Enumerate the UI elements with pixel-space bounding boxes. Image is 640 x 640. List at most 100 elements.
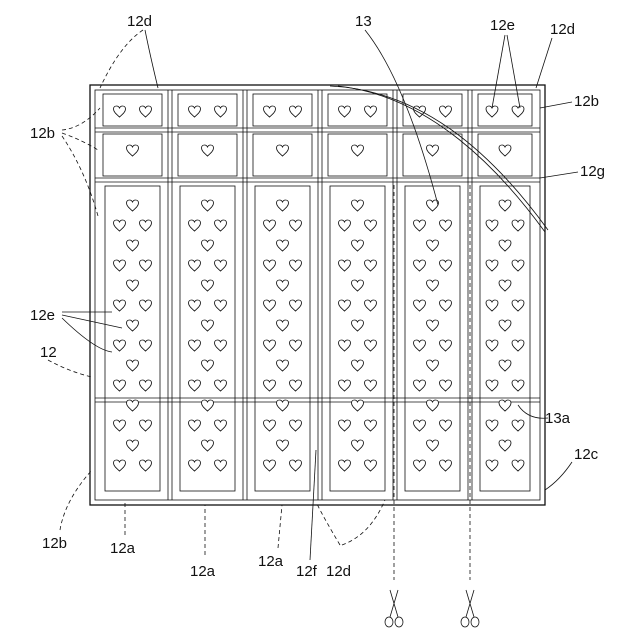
heart-icon [215, 420, 227, 431]
heart-icon [189, 106, 201, 117]
heart-icon [215, 260, 227, 271]
heart-icon [290, 300, 302, 311]
label-13: 13 [355, 13, 372, 30]
heart-icon [290, 260, 302, 271]
heart-icon [202, 320, 214, 331]
heart-icon [127, 440, 139, 451]
heart-icon [202, 440, 214, 451]
label-12e-top: 12e [490, 17, 515, 34]
heart-icon [290, 460, 302, 471]
heart-icon [215, 220, 227, 231]
heart-icon [512, 340, 524, 351]
heart-icon [215, 380, 227, 391]
heart-icon [486, 340, 498, 351]
heart-icon [486, 380, 498, 391]
heart-icon [352, 360, 364, 371]
heart-icon [427, 360, 439, 371]
heart-icon [512, 300, 524, 311]
heart-icon [127, 320, 139, 331]
heart-icon [365, 300, 377, 311]
heart-icon [499, 145, 511, 156]
heart-icon [365, 340, 377, 351]
heart-icon [189, 460, 201, 471]
heart-icon [499, 400, 511, 411]
heart-icon [352, 440, 364, 451]
label-12c: 12c [574, 446, 599, 463]
top-panel [328, 94, 387, 126]
label-12f: 12f [296, 563, 318, 580]
heart-icon [114, 340, 126, 351]
heart-icon [339, 260, 351, 271]
heart-icon [114, 460, 126, 471]
heart-icon [339, 106, 351, 117]
heart-icon [264, 420, 276, 431]
heart-icon [440, 106, 452, 117]
sheet-outline [90, 85, 545, 505]
top-panel [178, 94, 237, 126]
heart-icon [277, 240, 289, 251]
heart-icon [277, 145, 289, 156]
heart-icon [290, 220, 302, 231]
heart-icon [414, 420, 426, 431]
heart-icon [427, 400, 439, 411]
heart-icon [512, 260, 524, 271]
heart-icon [114, 380, 126, 391]
heart-icon [290, 340, 302, 351]
heart-icon [440, 220, 452, 231]
heart-icon [189, 340, 201, 351]
heart-icon [140, 300, 152, 311]
heart-icon [140, 340, 152, 351]
heart-icon [140, 460, 152, 471]
heart-icon [114, 300, 126, 311]
heart-icon [352, 280, 364, 291]
heart-icon [290, 420, 302, 431]
heart-icon [427, 440, 439, 451]
heart-icon [427, 320, 439, 331]
heart-icon [365, 220, 377, 231]
heart-icon [339, 220, 351, 231]
heart-icon [215, 460, 227, 471]
heart-icon [427, 240, 439, 251]
heart-icon [352, 145, 364, 156]
heart-icon [140, 420, 152, 431]
heart-icon [264, 340, 276, 351]
heart-icon [264, 460, 276, 471]
label-12d-top: 12d [127, 13, 152, 30]
heart-icon [202, 360, 214, 371]
heart-icon [140, 260, 152, 271]
heart-icon [114, 420, 126, 431]
heart-icon [512, 106, 524, 117]
heart-icon [127, 400, 139, 411]
heart-icon [427, 280, 439, 291]
heart-icon [339, 300, 351, 311]
label-12a-1: 12a [110, 540, 136, 557]
heart-icon [277, 320, 289, 331]
heart-icon [114, 106, 126, 117]
heart-icon [202, 240, 214, 251]
heart-icon [264, 260, 276, 271]
heart-icon [414, 340, 426, 351]
heart-icon [440, 380, 452, 391]
label-12b-right: 12b [574, 93, 599, 110]
heart-icon [365, 260, 377, 271]
heart-icon [264, 220, 276, 231]
heart-icon [215, 300, 227, 311]
label-12: 12 [40, 344, 57, 361]
heart-icon [440, 420, 452, 431]
heart-icon [486, 220, 498, 231]
heart-icon [127, 240, 139, 251]
heart-icon [114, 260, 126, 271]
heart-icon [189, 380, 201, 391]
top-panel [253, 94, 312, 126]
top-panel [103, 94, 162, 126]
heart-icon [290, 106, 302, 117]
heart-icon [440, 340, 452, 351]
heart-icon [202, 200, 214, 211]
heart-icon [414, 220, 426, 231]
heart-icon [339, 380, 351, 391]
heart-icon [414, 460, 426, 471]
heart-icon [339, 420, 351, 431]
heart-icon [365, 460, 377, 471]
